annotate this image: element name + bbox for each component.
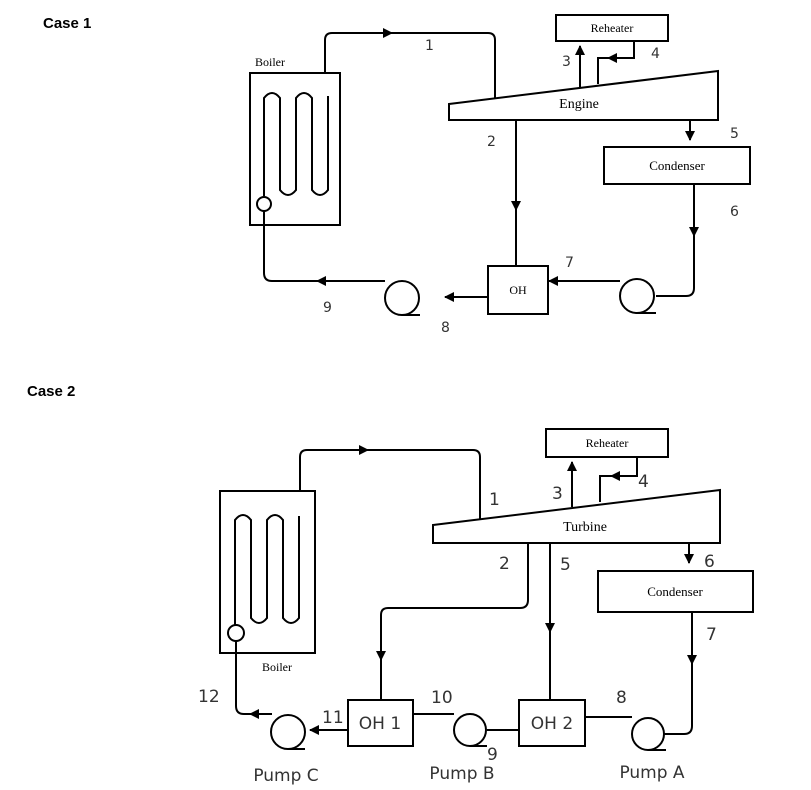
case1-title: Case 1 bbox=[43, 15, 91, 32]
case1-reheater bbox=[555, 14, 669, 42]
case1-state-8: 8 bbox=[441, 320, 450, 336]
case2-pump-b bbox=[453, 713, 487, 747]
case1-oh-label: OH bbox=[509, 283, 527, 297]
case2-state-11: 11 bbox=[322, 708, 344, 728]
case2-pump-c-label: Pump C bbox=[253, 766, 318, 786]
case1-boiler-drum bbox=[256, 196, 272, 212]
case2-state-3: 3 bbox=[552, 484, 563, 504]
case2-state-2: 2 bbox=[499, 554, 510, 574]
case1-state-9: 9 bbox=[323, 300, 332, 316]
case2-oh1-label: OH 1 bbox=[359, 714, 401, 734]
case2-state-9: 9 bbox=[487, 745, 498, 765]
case2-boiler-label: Boiler bbox=[262, 660, 292, 674]
case2-line-4b bbox=[599, 475, 614, 502]
case2-state-6: 6 bbox=[704, 552, 715, 572]
case2-pump-b-label: Pump B bbox=[429, 764, 494, 784]
case2-turbine bbox=[432, 488, 721, 544]
case2-condenser bbox=[597, 570, 754, 613]
case1-condenser-label: Condenser bbox=[649, 158, 705, 173]
case2-line-12 bbox=[235, 641, 271, 715]
case2-condenser-label: Condenser bbox=[647, 584, 703, 599]
case2-state-4: 4 bbox=[638, 472, 649, 492]
case2-state-7: 7 bbox=[706, 625, 717, 645]
case2-state-5: 5 bbox=[560, 555, 571, 575]
case1-state-7: 7 bbox=[565, 255, 574, 271]
case2-pump-c bbox=[270, 714, 306, 750]
case1-line-4b bbox=[597, 57, 611, 84]
case2-line-1 bbox=[299, 449, 481, 520]
case2-turbine-label: Turbine bbox=[563, 520, 607, 535]
case2-reheater bbox=[545, 428, 669, 458]
case1-boiler-label: Boiler bbox=[255, 55, 285, 69]
case1-oh bbox=[487, 265, 549, 315]
case2-state-10: 10 bbox=[431, 688, 453, 708]
case2-line-7 bbox=[660, 612, 693, 735]
case1-engine-label: Engine bbox=[559, 97, 599, 112]
case2-pump-a bbox=[631, 717, 665, 751]
case2-oh2-label: OH 2 bbox=[531, 714, 573, 734]
case1-condenser bbox=[603, 146, 751, 185]
case2-oh1 bbox=[347, 699, 414, 747]
case2-state-8: 8 bbox=[616, 688, 627, 708]
case2-line-4 bbox=[610, 457, 638, 481]
case2-line-2 bbox=[376, 543, 529, 661]
case1-boiler-coil bbox=[263, 92, 329, 196]
case1-pump-right bbox=[619, 278, 655, 314]
case2-boiler-coil bbox=[234, 514, 300, 626]
case1-state-2: 2 bbox=[487, 134, 496, 150]
case2-reheater-label: Reheater bbox=[586, 436, 629, 450]
case2-oh2 bbox=[518, 699, 586, 747]
case2-boiler-drum bbox=[227, 624, 245, 642]
case1-pump-left bbox=[384, 280, 420, 316]
case1-engine bbox=[448, 69, 719, 121]
case1-diagram: Case 1 Boiler 1 Reheater 3 4 Engine 5 Co… bbox=[43, 14, 751, 336]
case1-line-4 bbox=[607, 41, 635, 63]
case2-state-1: 1 bbox=[489, 490, 500, 510]
case1-line-6 bbox=[656, 184, 695, 297]
case2-diagram: Case 2 Boiler 1 Reheater 3 4 Turbine 6 C… bbox=[27, 383, 754, 786]
case1-reheater-label: Reheater bbox=[591, 21, 634, 35]
case1-line-1 bbox=[324, 32, 496, 104]
case1-state-4: 4 bbox=[651, 46, 660, 62]
case2-pump-a-label: Pump A bbox=[619, 763, 684, 783]
case2-title: Case 2 bbox=[27, 383, 75, 400]
case1-state-1: 1 bbox=[425, 38, 434, 54]
case1-line-9 bbox=[263, 211, 385, 282]
case1-state-6: 6 bbox=[730, 204, 739, 220]
case2-state-12: 12 bbox=[198, 687, 220, 707]
case1-state-3: 3 bbox=[562, 54, 571, 70]
case1-state-5: 5 bbox=[730, 126, 739, 142]
